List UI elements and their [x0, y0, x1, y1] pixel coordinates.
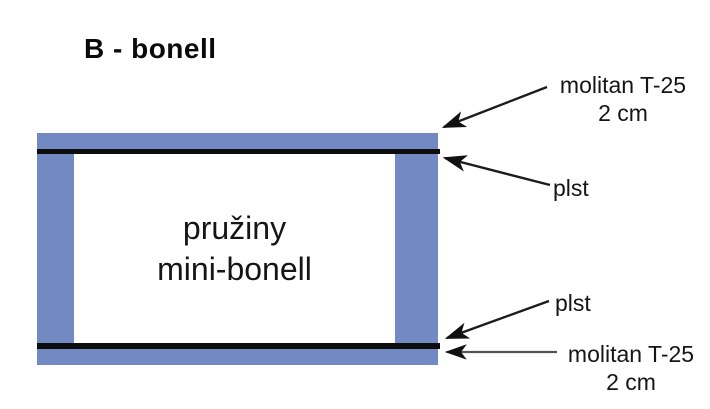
left-foam-edge [37, 154, 74, 343]
bottom-felt-layer [37, 343, 440, 349]
label-plst-top: plst [553, 175, 589, 201]
label-molitan-bottom-name: molitan T-25 [567, 341, 695, 367]
diagram-title: B - bonell [84, 33, 217, 64]
label-molitan-top: molitan T-25 2 cm [538, 71, 708, 127]
label-plst-bottom: plst [555, 290, 591, 316]
top-foam-layer [37, 133, 438, 149]
arrow-plst-top [442, 155, 551, 187]
top-felt-layer [37, 149, 440, 154]
label-molitan-top-thickness: 2 cm [598, 100, 648, 126]
springs-core-label-line1: pružiny [182, 209, 287, 246]
label-molitan-bottom-thickness: 2 cm [606, 369, 656, 395]
springs-core-label-line2: mini-bonell [157, 250, 312, 287]
bottom-foam-layer [37, 349, 438, 365]
label-molitan-top-name: molitan T-25 [559, 72, 687, 98]
arrow-molitan-top [441, 85, 548, 129]
mattress-cross-section: pružiny mini-bonell [37, 133, 440, 365]
springs-core: pružiny mini-bonell [74, 154, 395, 343]
label-molitan-bottom: molitan T-25 2 cm [546, 340, 710, 396]
arrow-plst-bottom [444, 299, 550, 340]
right-foam-edge [395, 154, 438, 343]
